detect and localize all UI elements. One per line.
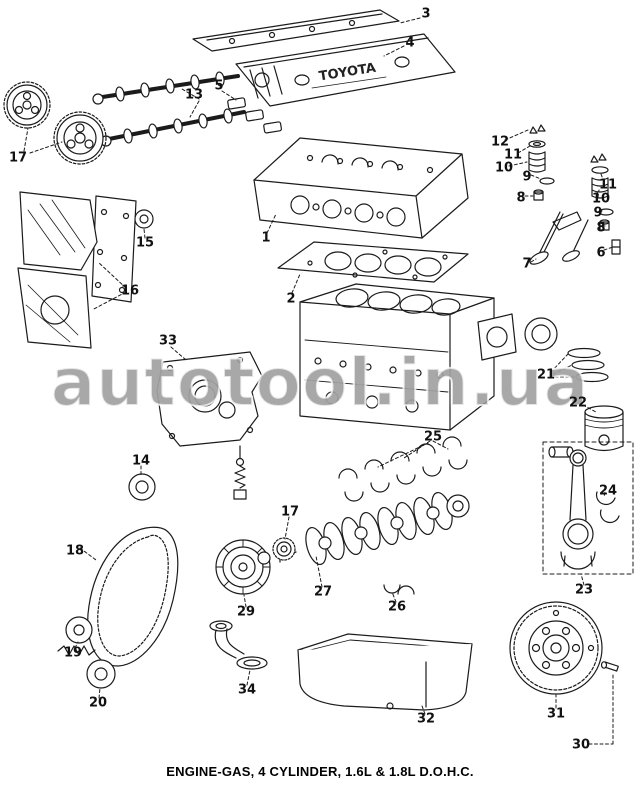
part-label-14-24: 14 bbox=[131, 453, 151, 469]
crank-pulley-drawing bbox=[215, 537, 296, 595]
valve-parts-right-drawing bbox=[529, 153, 621, 265]
part-label-10-11: 10 bbox=[591, 191, 611, 207]
crankshaft-drawing bbox=[279, 491, 470, 566]
part-label-17-26: 17 bbox=[280, 504, 300, 520]
camshafts-drawing bbox=[92, 71, 246, 147]
valve-parts-left-drawing bbox=[528, 124, 555, 201]
oil-pump-drawing bbox=[156, 351, 263, 500]
part-label-27-29: 27 bbox=[313, 584, 333, 600]
flywheel-bolt-drawing bbox=[600, 661, 619, 672]
part-label-9-8: 9 bbox=[522, 169, 532, 185]
valve-cover-gasket-drawing bbox=[192, 9, 400, 52]
cam-caps-drawing bbox=[227, 97, 282, 134]
part-label-21-21: 21 bbox=[536, 367, 556, 383]
engine-block-drawing bbox=[299, 283, 495, 431]
rear-seal-retainer-drawing bbox=[477, 313, 558, 361]
timing-covers-drawing bbox=[17, 191, 137, 349]
part-label-20-34: 20 bbox=[88, 695, 108, 711]
valve-cover-drawing: TOYOTA bbox=[235, 33, 456, 107]
part-label-34-33: 34 bbox=[237, 682, 257, 698]
oil-pan-drawing bbox=[297, 633, 473, 711]
connecting-rod-drawing bbox=[542, 441, 634, 575]
part-label-15-16: 15 bbox=[135, 235, 155, 251]
head-gasket-drawing bbox=[277, 241, 469, 283]
diagram-caption: ENGINE-GAS, 4 CYLINDER, 1.6L & 1.8L D.O.… bbox=[166, 764, 474, 779]
piston-drawing bbox=[548, 405, 624, 458]
part-label-13-3: 13 bbox=[184, 87, 204, 103]
part-label-7-15: 7 bbox=[522, 256, 532, 272]
part-label-10-7: 10 bbox=[494, 160, 514, 176]
part-label-31-35: 31 bbox=[546, 706, 566, 722]
flywheel-drawing bbox=[509, 601, 619, 695]
part-label-2-19: 2 bbox=[286, 291, 296, 307]
part-label-32-36: 32 bbox=[416, 711, 436, 727]
part-label-23-28: 23 bbox=[574, 582, 594, 598]
part-label-29-30: 29 bbox=[236, 604, 256, 620]
rod-bearings-drawing bbox=[383, 584, 415, 595]
part-label-24-25: 24 bbox=[598, 483, 618, 499]
part-label-8-13: 8 bbox=[596, 220, 606, 236]
oil-strainer-drawing bbox=[209, 620, 268, 670]
part-label-4-1: 4 bbox=[405, 35, 415, 51]
timing-belt-drawing bbox=[87, 526, 179, 667]
part-label-33-20: 33 bbox=[158, 333, 178, 349]
part-label-18-27: 18 bbox=[65, 543, 85, 559]
main-bearings-drawing bbox=[338, 436, 468, 502]
part-label-30-37: 30 bbox=[571, 737, 591, 753]
part-label-11-10: 11 bbox=[598, 177, 618, 193]
camshaft-gears-drawing bbox=[3, 81, 107, 165]
part-label-11-6: 11 bbox=[503, 147, 523, 163]
part-label-19-32: 19 bbox=[63, 645, 83, 661]
part-label-26-31: 26 bbox=[387, 599, 407, 615]
idler-pulley-drawing bbox=[86, 659, 116, 689]
piston-rings-drawing bbox=[567, 347, 609, 383]
part-label-5-2: 5 bbox=[214, 78, 224, 94]
belt-tensioner-drawing bbox=[57, 616, 96, 656]
part-label-9-12: 9 bbox=[593, 205, 603, 221]
part-label-6-14: 6 bbox=[596, 245, 606, 261]
cylinder-head-drawing bbox=[253, 137, 469, 239]
leader-lines bbox=[23, 17, 614, 745]
part-label-12-5: 12 bbox=[490, 134, 510, 150]
part-label-1-17: 1 bbox=[261, 230, 271, 246]
part-label-3-0: 3 bbox=[421, 6, 431, 22]
front-seal-drawing bbox=[128, 473, 156, 501]
part-label-8-9: 8 bbox=[516, 190, 526, 206]
part-label-25-23: 25 bbox=[423, 429, 443, 445]
part-label-16-18: 16 bbox=[120, 283, 140, 299]
part-label-17-4: 17 bbox=[8, 150, 28, 166]
part-label-22-22: 22 bbox=[568, 395, 588, 411]
cam-seal-drawing bbox=[134, 209, 154, 229]
